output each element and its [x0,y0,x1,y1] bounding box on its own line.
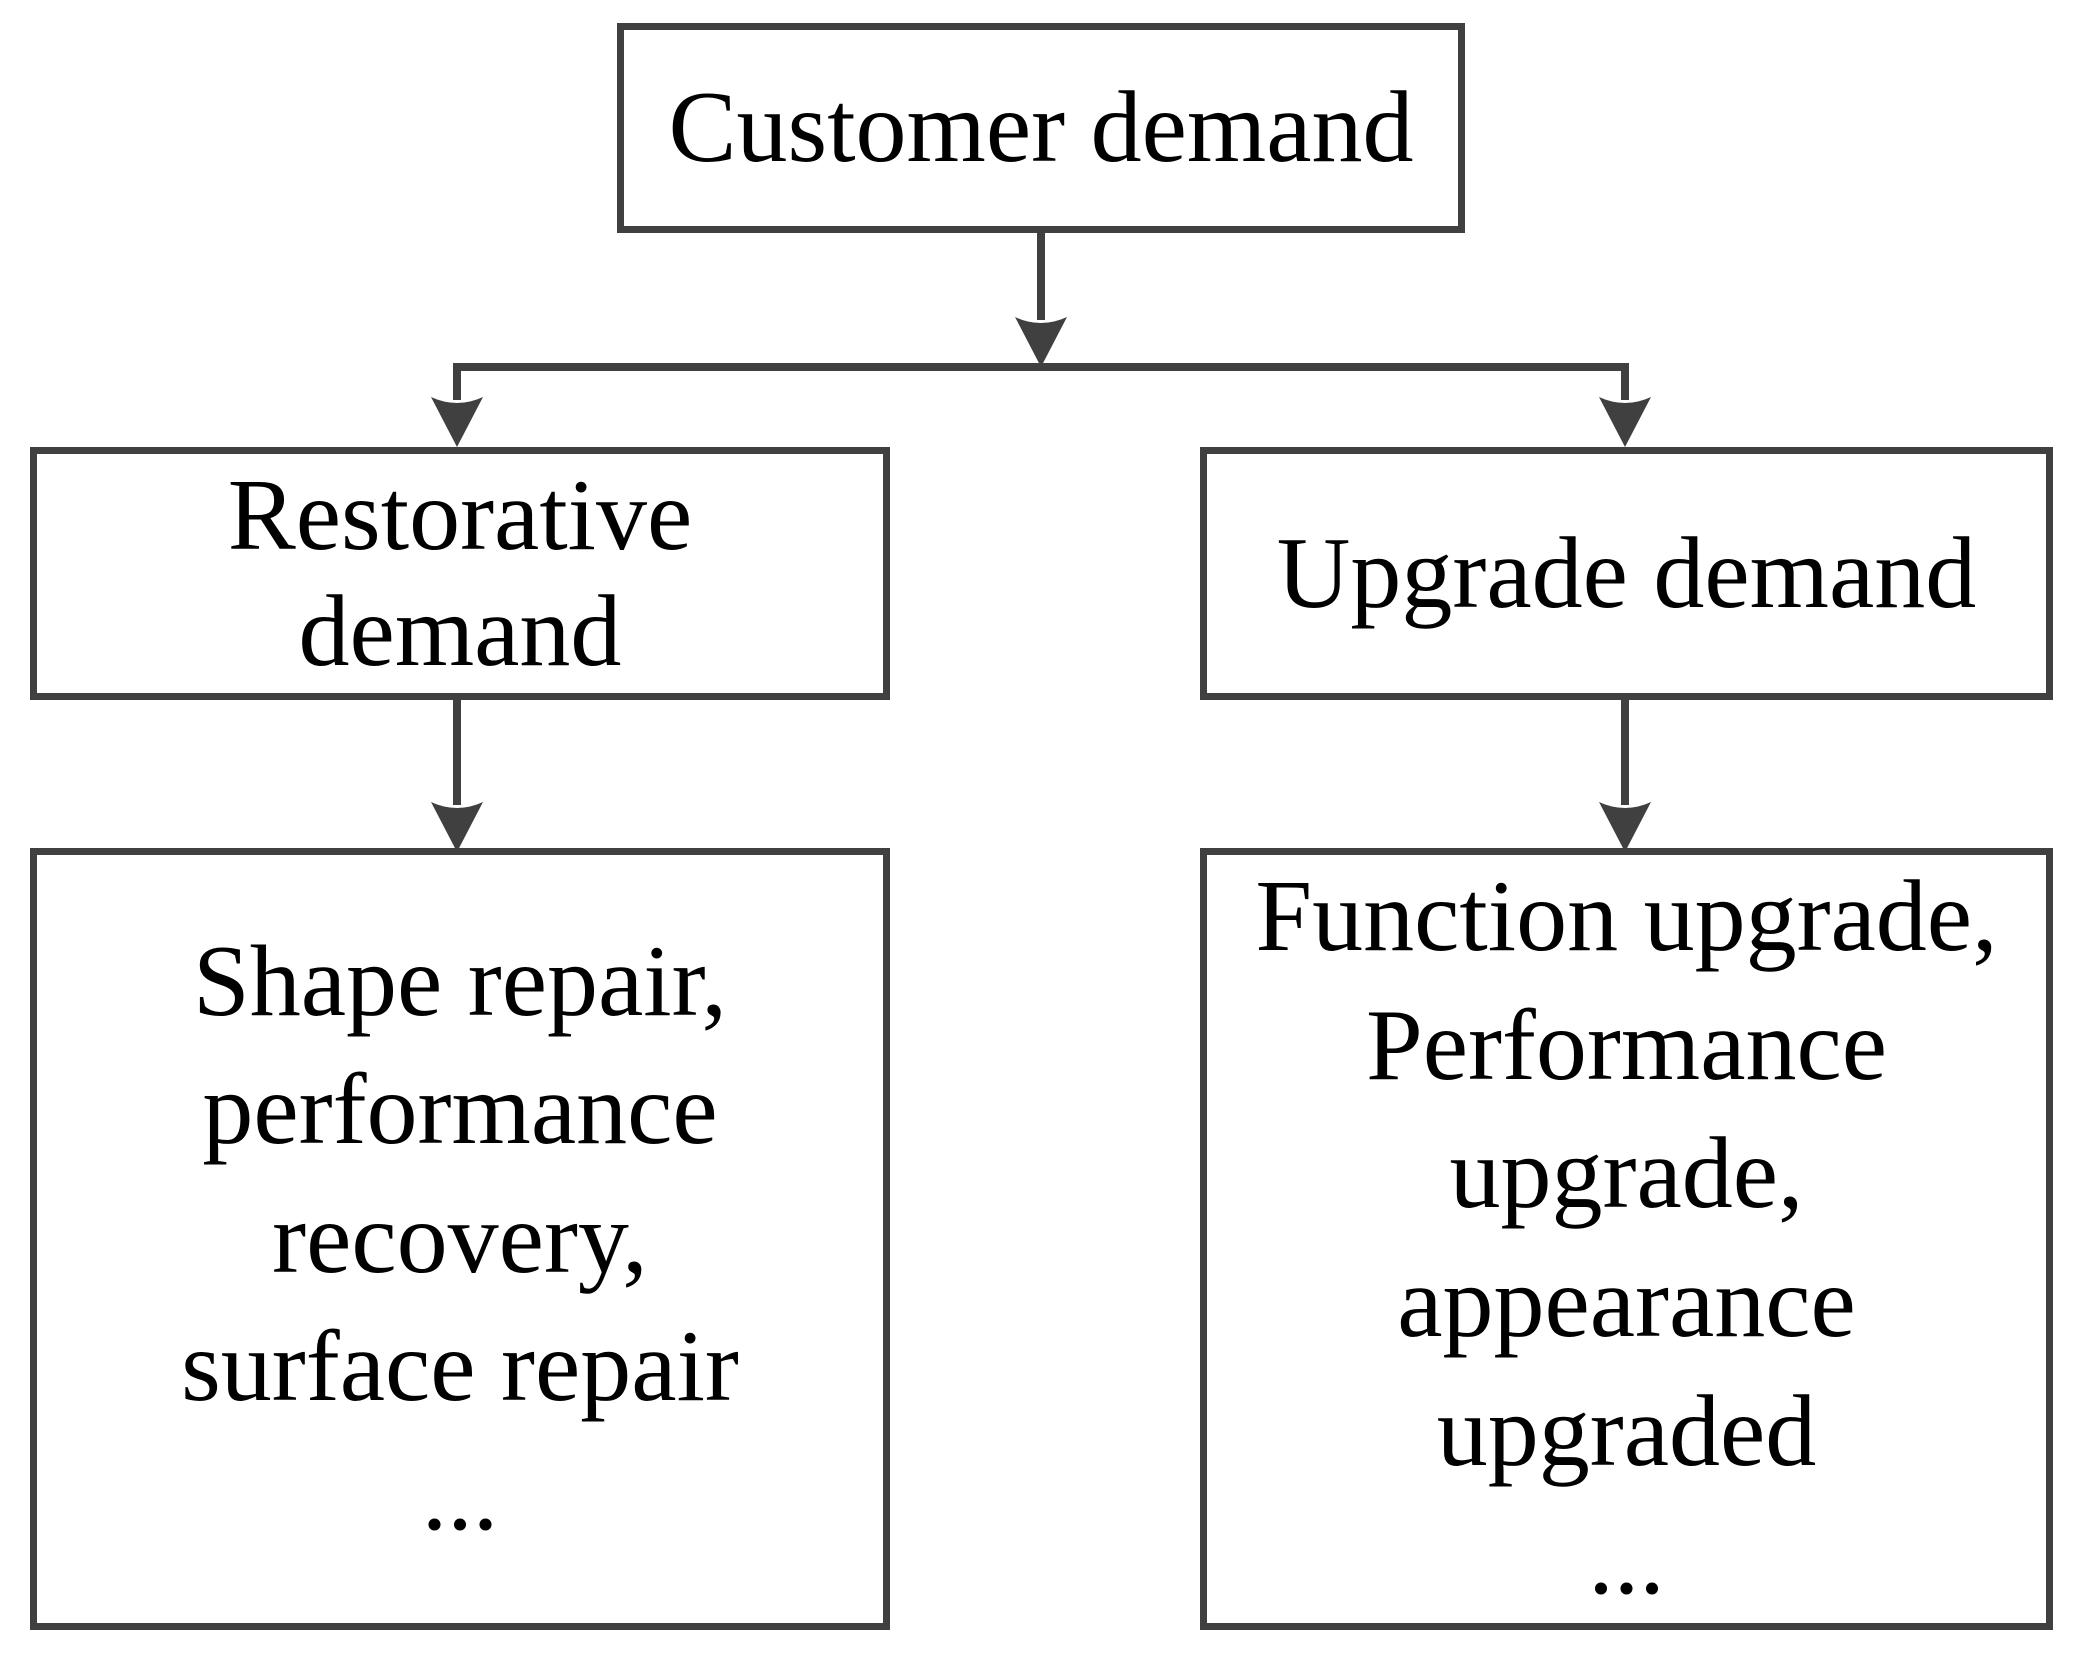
restorative-demand-box: Restorative demand [30,447,890,700]
upgrade-details-line1: Function upgrade, [1255,860,1998,974]
upgrade-demand-box: Upgrade demand [1200,447,2053,700]
arrowhead-restorative-to-details-icon [431,802,483,852]
customer-demand-box: Customer demand [617,23,1465,233]
restorative-details-line1: Shape repair, [192,924,727,1038]
arrowhead-upgrade-to-details-icon [1599,802,1651,852]
upgrade-details-ellipsis: ... [1588,1503,1665,1617]
restorative-demand-label-line1: Restorative [227,459,693,573]
arrowhead-branch-to-restorative-icon [431,397,483,447]
upgrade-details-line4: appearance [1397,1246,1856,1359]
upgrade-details-line2: Performance [1365,988,1888,1102]
upgrade-details-line5: upgraded [1436,1374,1817,1488]
restorative-details-ellipsis: ... [421,1438,499,1552]
branch-rail [453,363,1629,400]
restorative-details-box: Shape repair, performance recovery, surf… [30,848,890,1630]
upgrade-demand-label: Upgrade demand [1276,516,1977,630]
arrowhead-branch-to-upgrade-icon [1599,397,1651,447]
customer-demand-label: Customer demand [668,71,1414,185]
restorative-details-line4: surface repair [181,1310,739,1424]
upgrade-details-box: Function upgrade, Performance upgrade, a… [1200,848,2053,1630]
restorative-details-line3: recovery, [272,1181,648,1295]
restorative-details-line2: performance [202,1053,718,1167]
upgrade-details-line3: upgrade, [1449,1117,1804,1231]
restorative-demand-label-line2: demand [298,574,622,688]
arrowhead-customer-to-branch-icon [1015,317,1067,367]
